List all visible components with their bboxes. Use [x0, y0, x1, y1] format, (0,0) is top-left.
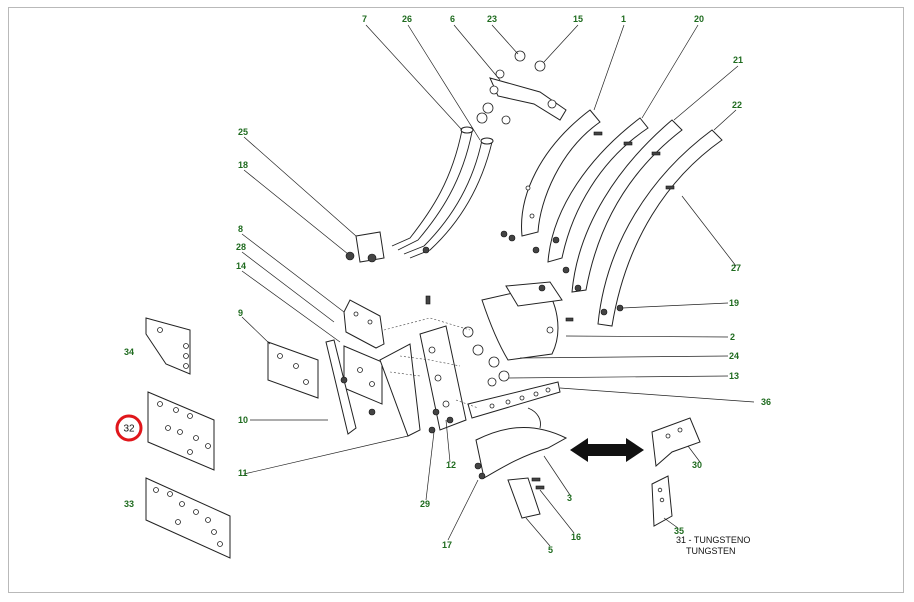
callout-7: 7 — [362, 14, 367, 24]
callout-33: 33 — [124, 499, 134, 509]
plate-34 — [145, 317, 191, 375]
tip-part-35 — [651, 475, 673, 527]
callout-27: 27 — [731, 263, 741, 273]
plate-14 — [343, 345, 383, 405]
callout-32: 32 — [123, 424, 135, 435]
callout-2: 2 — [730, 332, 735, 342]
tungsten-note-line1: 31 - TUNGSTENO — [676, 535, 750, 545]
moldboard-blade-22 — [597, 129, 723, 327]
callout-29: 29 — [420, 499, 430, 509]
share-point-10 — [325, 339, 357, 435]
tungsten-tip-5 — [507, 477, 545, 519]
callout-36: 36 — [761, 397, 771, 407]
tungsten-note: 31 - TUNGSTENO TUNGSTEN — [676, 535, 750, 556]
tungsten-note-line2: TUNGSTEN — [686, 546, 736, 556]
callout-18: 18 — [238, 160, 248, 170]
mounting-bracket-8 — [343, 299, 385, 349]
diagram-frame — [8, 7, 904, 593]
assembly-guide-lines — [383, 317, 479, 409]
share-strip-36 — [467, 381, 561, 419]
moldboard-blade-20 — [547, 117, 649, 263]
callout-26: 26 — [402, 14, 412, 24]
callout-23: 23 — [487, 14, 497, 24]
callout-15: 15 — [573, 14, 583, 24]
plate-9 — [267, 341, 319, 399]
leader-lines — [241, 24, 755, 547]
central-shank — [419, 295, 467, 434]
frame-11 — [340, 343, 421, 437]
callout-34: 34 — [124, 347, 134, 357]
callout-6: 6 — [450, 14, 455, 24]
callout-35: 35 — [674, 526, 684, 536]
share-3 — [474, 407, 568, 480]
callout-25: 25 — [238, 127, 248, 137]
callout-30: 30 — [692, 460, 702, 470]
plate-33 — [145, 477, 231, 559]
callout-17: 17 — [442, 540, 452, 550]
plate-32 — [147, 391, 215, 471]
handle-rods — [345, 126, 494, 263]
tip-part-30 — [651, 417, 701, 468]
callout-24: 24 — [729, 351, 739, 361]
callout-1: 1 — [621, 14, 626, 24]
callout-10: 10 — [238, 415, 248, 425]
callout-20: 20 — [694, 14, 704, 24]
callout-11: 11 — [238, 468, 248, 478]
callout-9: 9 — [238, 308, 243, 318]
callout-19: 19 — [729, 298, 739, 308]
top-bracket-assembly — [476, 50, 567, 125]
callout-12: 12 — [446, 460, 456, 470]
moldboard-blade-1 — [521, 109, 601, 237]
callout-3: 3 — [567, 493, 572, 503]
callout-22: 22 — [732, 100, 742, 110]
callout-21: 21 — [733, 55, 743, 65]
wing-plate-2 — [481, 281, 574, 361]
callout-16: 16 — [571, 532, 581, 542]
washers-13 — [462, 326, 510, 387]
double-arrow-icon — [570, 438, 644, 462]
callout-28: 28 — [236, 242, 246, 252]
callout-14: 14 — [236, 261, 246, 271]
highlighted-callout-32: 32 — [115, 414, 143, 442]
callout-8: 8 — [238, 224, 243, 234]
callout-labels: 7 26 6 23 15 1 20 21 22 25 18 27 8 28 14… — [124, 14, 771, 555]
callout-5: 5 — [548, 545, 553, 555]
callout-13: 13 — [729, 371, 739, 381]
